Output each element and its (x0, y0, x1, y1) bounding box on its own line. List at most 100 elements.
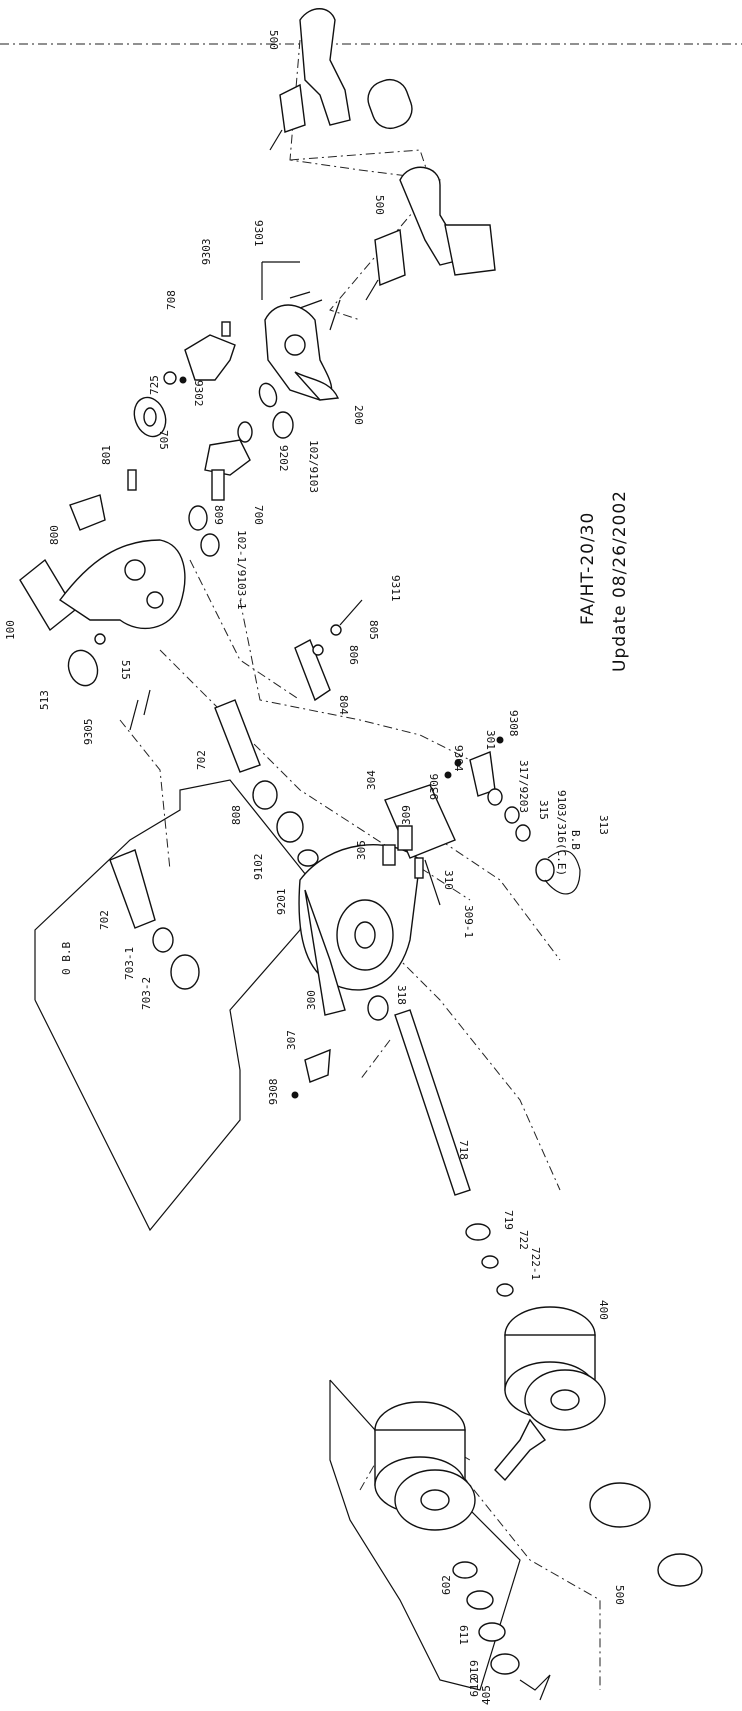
label-808: 808 (230, 805, 243, 825)
bolts-9301 (261, 261, 341, 331)
label-9102: 9102 (252, 854, 265, 881)
spool-400 (504, 1306, 606, 1431)
label-307: 307 (285, 1030, 298, 1050)
gear-808 (252, 780, 278, 810)
label-9308-a: 9308 (507, 710, 520, 737)
model-title: FA/HT-20/30 (578, 512, 598, 625)
part-309-1 (424, 859, 441, 906)
bushing-703-2 (170, 954, 200, 990)
update-date: Update 08/26/2002 (610, 490, 630, 672)
washer-9202 (237, 421, 253, 443)
label-515: 515 (119, 660, 132, 680)
label-318: 318 (395, 985, 408, 1005)
side-plate-300 (298, 844, 421, 1016)
label-9304: 9304 (452, 745, 465, 772)
pin-801 (127, 469, 137, 491)
bearing-9103-316 (515, 824, 531, 842)
drive-gear-700-shaft (211, 469, 225, 501)
drive-gear-700 (204, 439, 251, 476)
cap-600-b (657, 1553, 703, 1587)
label-702-a: 702 (195, 750, 208, 770)
label-610: 610 (467, 1660, 480, 1680)
pinion-702-upper (214, 699, 261, 773)
screw-9311 (339, 599, 363, 626)
bearing-part (258, 382, 278, 408)
label-500-c: 500 (613, 1585, 626, 1605)
screw-9308-lower (291, 1091, 299, 1099)
label-805: 805 (367, 620, 380, 640)
label-9103-316: 9103/316(C.E) (555, 790, 568, 876)
label-9306: 9306 (428, 774, 441, 801)
label-800: 800 (48, 525, 61, 545)
label-612: 612 (468, 1677, 481, 1697)
label-bb: B.B (569, 830, 582, 850)
screw-9306 (444, 771, 452, 779)
clip-405 (519, 1674, 551, 1701)
label-500-b: 500 (373, 195, 386, 215)
washer-722-1 (496, 1283, 514, 1297)
washer-722 (481, 1255, 499, 1269)
label-9305: 9305 (82, 719, 95, 746)
label-702-b: 702 (98, 910, 111, 930)
bearing-809 (188, 505, 208, 531)
drag-star-513 (67, 649, 99, 687)
label-804: 804 (337, 695, 350, 715)
label-400: 400 (597, 1300, 610, 1320)
label-602: 602 (440, 1575, 453, 1595)
label-9311: 9311 (389, 575, 402, 602)
label-300: 300 (305, 990, 318, 1010)
label-801: 801 (100, 445, 113, 465)
part-labels: 500 500 500 9301 9303 708 725 9302 705 8… (4, 30, 626, 1705)
label-9302: 9302 (192, 380, 205, 407)
label-809: 809 (212, 505, 225, 525)
side-plate-200 (264, 304, 340, 401)
frame-100 (19, 494, 186, 632)
label-700: 700 (252, 505, 265, 525)
label-200: 200 (352, 405, 365, 425)
part-305 (382, 844, 396, 866)
label-304: 304 (365, 770, 378, 790)
label-309-1: 309-1 (462, 905, 475, 938)
bearing-9102 (276, 811, 304, 843)
cap-600 (589, 1482, 651, 1528)
bearing-102-9103 (272, 411, 294, 439)
label-102-1: 102-1/9103-1 (235, 530, 248, 609)
label-9201: 9201 (275, 889, 288, 916)
label-0-bb: 0 B.B (60, 942, 73, 975)
spring-313 (544, 850, 581, 895)
part-725 (163, 371, 177, 385)
label-315: 315 (537, 800, 550, 820)
label-313: 313 (597, 815, 610, 835)
spare-spool (374, 1401, 476, 1531)
washer-719 (465, 1223, 491, 1241)
label-301: 301 (484, 730, 497, 750)
label-725: 725 (148, 375, 161, 395)
part-315 (504, 806, 520, 824)
label-500-a: 500 (267, 30, 280, 50)
part-804 (294, 639, 331, 702)
handle-500-top (269, 8, 413, 151)
label-100: 100 (4, 620, 17, 640)
gear-705-hub (143, 407, 157, 427)
part-9302 (179, 376, 187, 384)
part-317-9203 (487, 788, 503, 806)
oil-bearing-kit-outline (34, 779, 311, 1232)
label-703-2: 703-2 (140, 977, 153, 1010)
washer-515 (94, 633, 106, 645)
label-611: 611 (457, 1625, 470, 1645)
label-513: 513 (38, 690, 51, 710)
washer-9201 (297, 849, 319, 867)
label-718: 718 (457, 1140, 470, 1160)
label-703-1: 703-1 (123, 947, 136, 980)
pinion-702-lower (109, 849, 156, 929)
washer-611 (466, 1590, 494, 1610)
label-806: 806 (347, 645, 360, 665)
label-722-1: 722-1 (529, 1247, 542, 1280)
arrow-indicator (494, 1418, 547, 1482)
bearing-102-1 (200, 533, 220, 557)
bushing-703-1 (152, 927, 174, 953)
label-9301: 9301 (252, 220, 265, 247)
washer-610 (478, 1622, 506, 1642)
